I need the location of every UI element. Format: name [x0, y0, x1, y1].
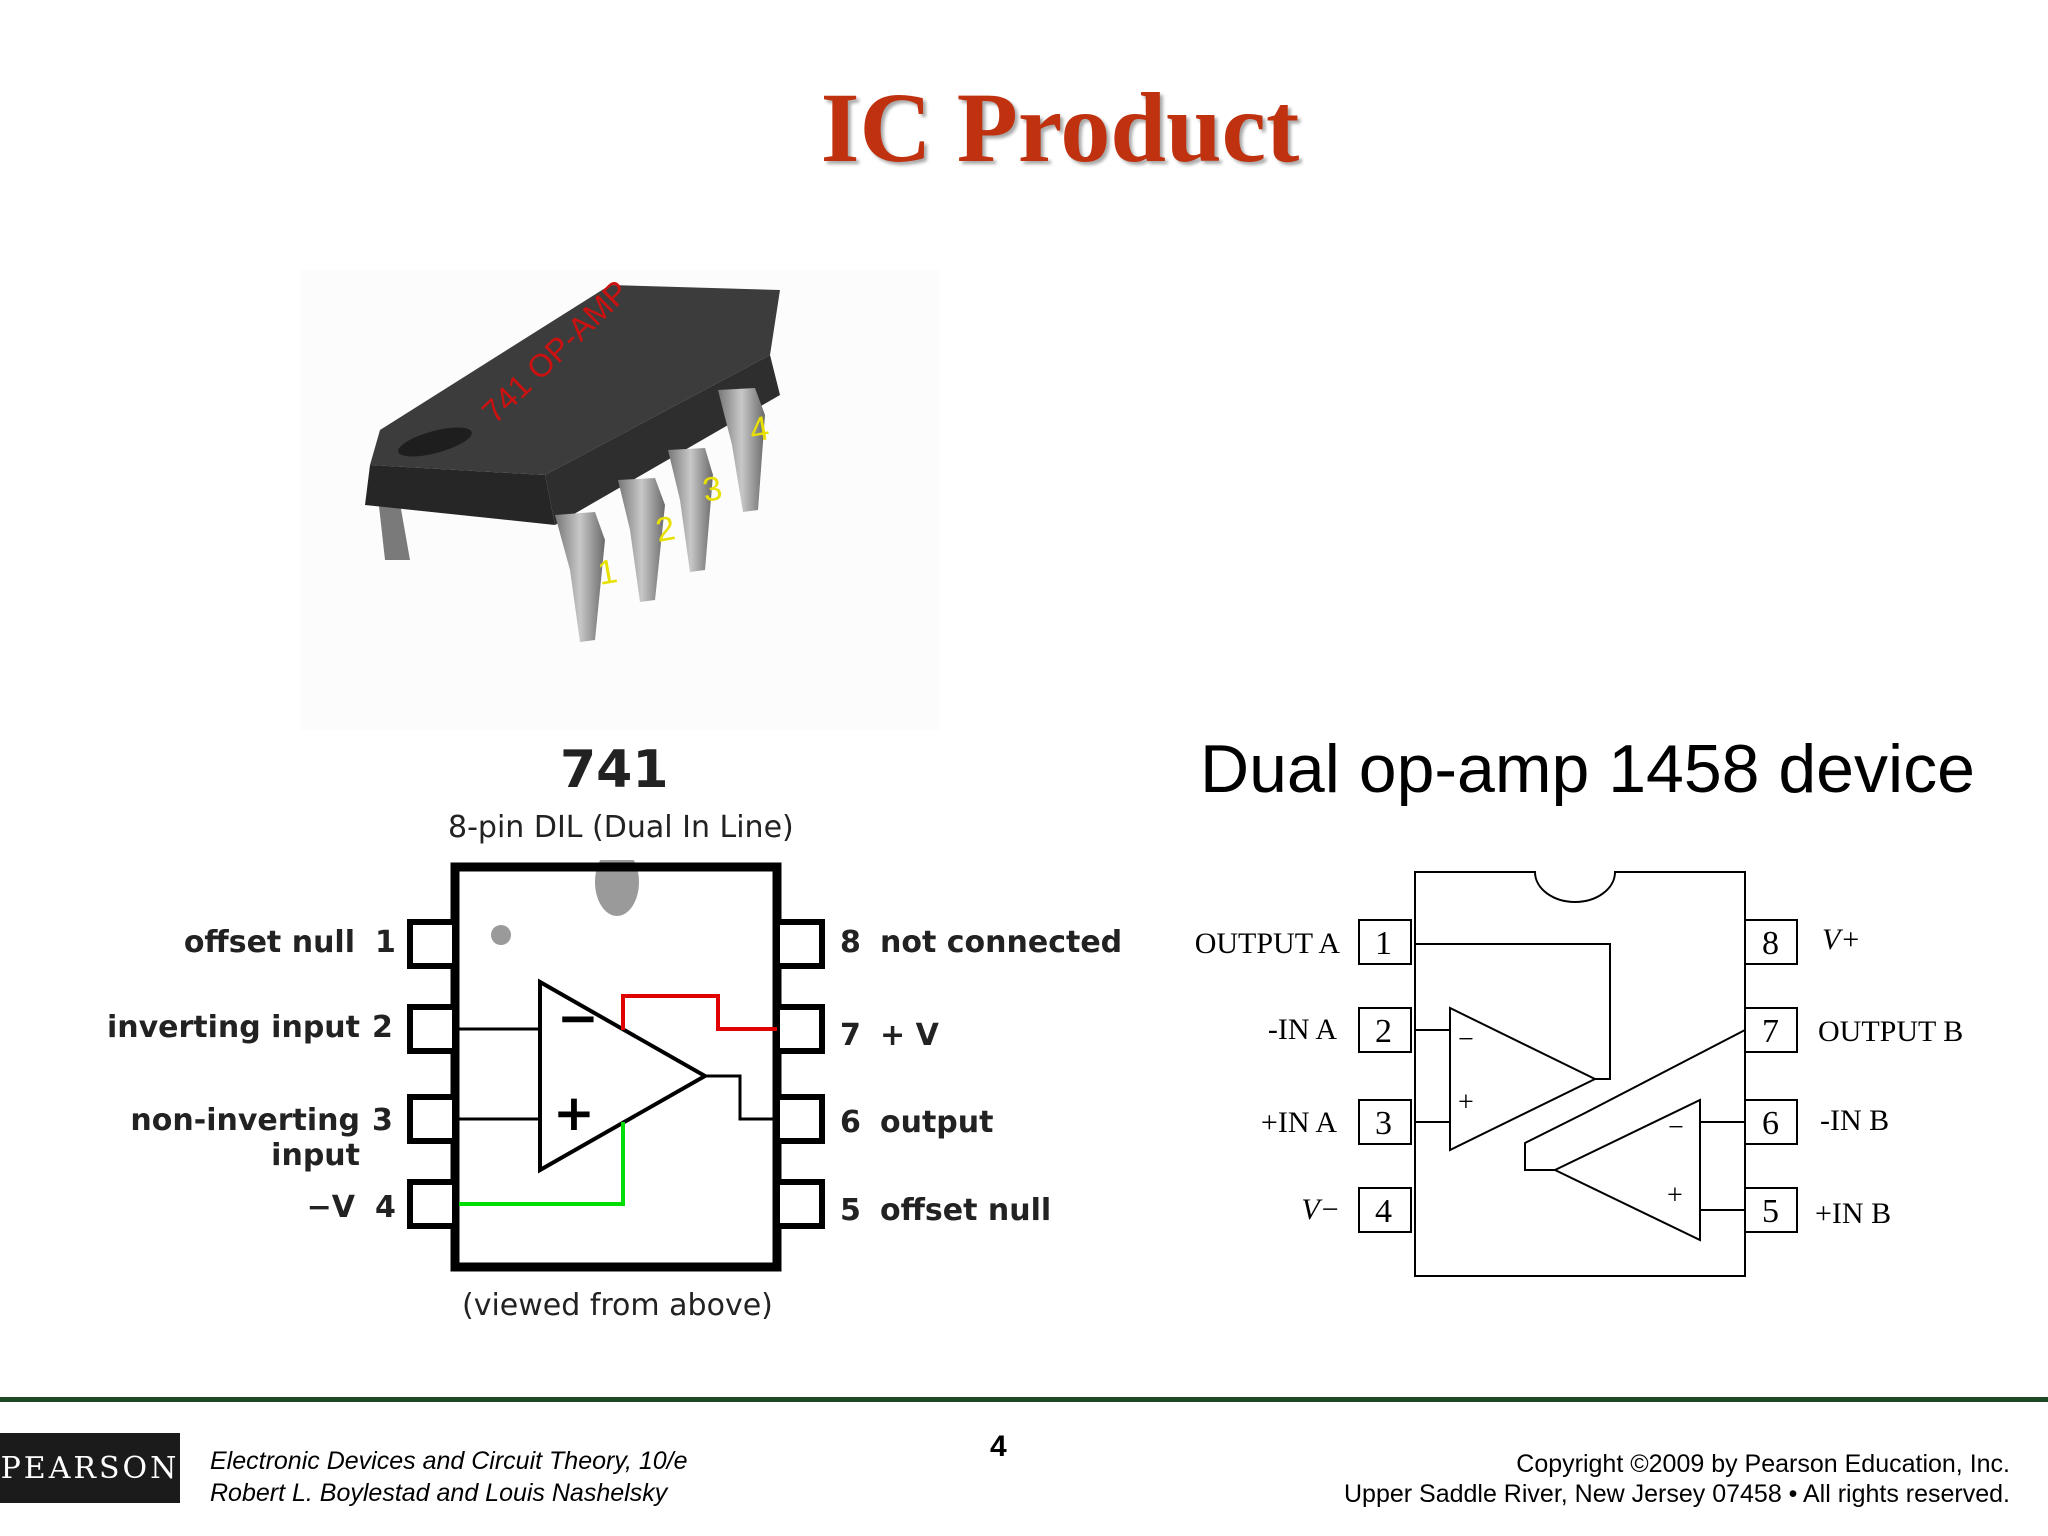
ic1458-pin-3-number: 3	[1375, 1105, 1392, 1142]
ic1458-pin-1-number: 1	[1375, 925, 1392, 962]
ic741-pin-4-label: −V	[306, 1190, 355, 1225]
slide-title: IC Product	[820, 72, 1300, 183]
ic1458-pin-4-number: 4	[1375, 1193, 1392, 1230]
ic1458-pin-1-label: OUTPUT A	[1194, 927, 1340, 960]
ic1458-pin-7-label: OUTPUT B	[1818, 1015, 1964, 1048]
ic1458-pin-6-label: -IN B	[1820, 1104, 1890, 1137]
ic741-pin-1-number: 1	[375, 925, 396, 960]
ic741-pin-5-number: 5	[840, 1193, 861, 1228]
ic741-title: 741	[560, 740, 669, 800]
ic741-pin-3-label: non-inverting input	[130, 1103, 360, 1173]
ic741-pin-4-number: 4	[375, 1190, 396, 1225]
ic741-pin-6-label: output	[880, 1105, 994, 1140]
ic741-pin-2-number: 2	[372, 1010, 393, 1045]
ic741-pin-8-label: not connected	[880, 925, 1123, 960]
ic741-minus-symbol: −	[557, 989, 599, 1047]
ic741-pin-3-number: 3	[372, 1103, 393, 1138]
ic1458-pin-4-label: V−	[1301, 1193, 1340, 1226]
pearson-logo: PEARSON	[0, 1433, 180, 1503]
chip-photo: 741 OP-AMP 1 2 3 4	[300, 270, 940, 730]
ic741-diagram: − +	[407, 860, 825, 1272]
footer-address: Upper Saddle River, New Jersey 07458 • A…	[1343, 1480, 2010, 1508]
ic741-pin-7-label: + V	[880, 1018, 939, 1053]
footer-book-title: Electronic Devices and Circuit Theory, 1…	[210, 1447, 688, 1475]
ic741-plus-symbol: +	[553, 1084, 595, 1142]
ic1458-pin-8-label: V+	[1822, 923, 1861, 956]
footer-divider	[0, 1397, 2048, 1402]
ic741-pin-8-number: 8	[840, 925, 861, 960]
ic741-pin-7-number: 7	[840, 1018, 861, 1053]
ic1458-diagram: − + − +	[1358, 871, 1798, 1277]
footer-copyright: Copyright ©2009 by Pearson Education, In…	[1516, 1450, 2010, 1478]
ic1458-pin-5-label: +IN B	[1815, 1197, 1892, 1230]
ic1458-pin-7-number: 7	[1762, 1013, 1779, 1050]
ic741-caption: (viewed from above)	[462, 1288, 773, 1323]
ic741-pin-5-label: offset null	[880, 1193, 1052, 1228]
ic1458-a-plus: +	[1458, 1087, 1474, 1118]
ic741-pin-6-number: 6	[840, 1105, 861, 1140]
ic1458-pin-2-number: 2	[1375, 1013, 1392, 1050]
ic741-pin-1-label: offset null	[183, 925, 355, 960]
ic1458-pin-2-label: -IN A	[1267, 1013, 1337, 1046]
ic1458-b-minus: −	[1668, 1112, 1684, 1143]
ic1458-a-minus: −	[1458, 1024, 1474, 1055]
page-number: 4	[990, 1430, 1007, 1463]
ic1458-pin-8-number: 8	[1762, 925, 1779, 962]
ic1458-b-plus: +	[1667, 1180, 1683, 1211]
ic1458-pin-5-number: 5	[1762, 1193, 1779, 1230]
ic1458-pin-3-label: +IN A	[1260, 1106, 1337, 1139]
ic1458-title: Dual op-amp 1458 device	[1200, 731, 1975, 807]
footer-authors: Robert L. Boylestad and Louis Nashelsky	[210, 1479, 668, 1507]
ic741-pin-2-label: inverting input	[106, 1010, 360, 1045]
ic741-subtitle: 8-pin DIL (Dual In Line)	[448, 810, 794, 845]
ic1458-pin-6-number: 6	[1762, 1105, 1779, 1142]
